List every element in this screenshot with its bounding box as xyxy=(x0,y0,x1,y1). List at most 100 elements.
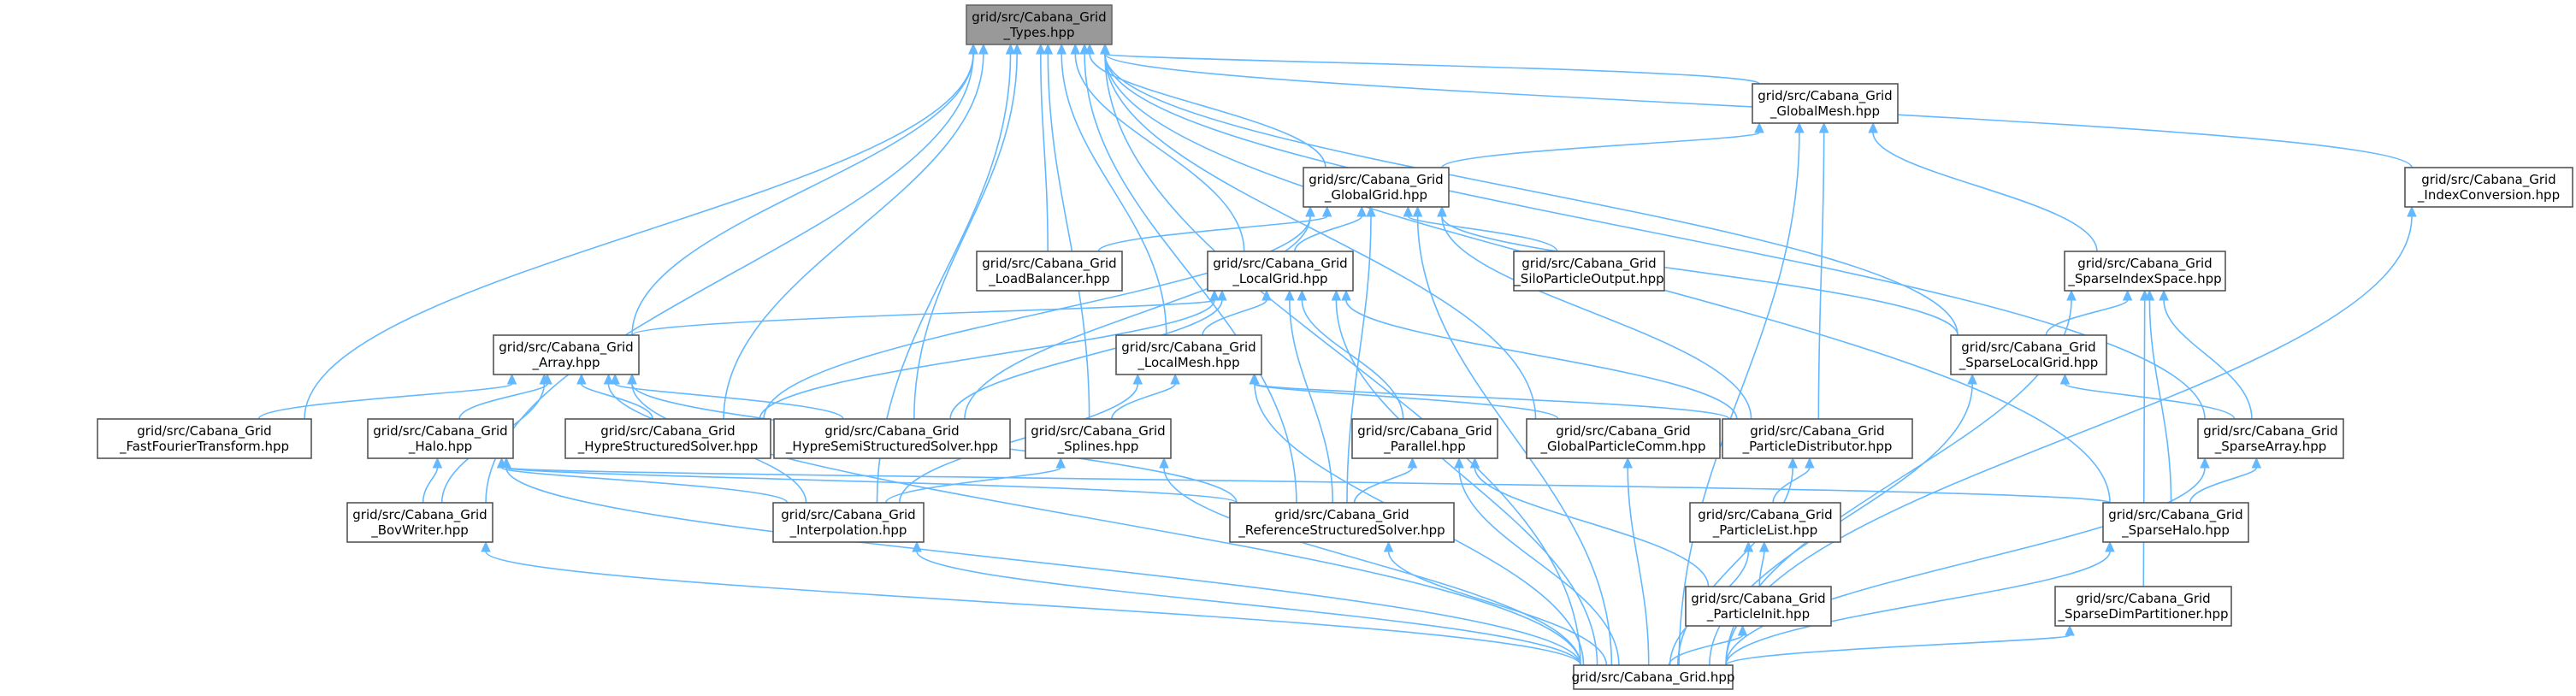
node-box-sparsedim[interactable] xyxy=(2054,586,2232,627)
node-sparsedim[interactable]: grid/src/Cabana_Grid_SparseDimPartitione… xyxy=(2054,586,2232,627)
node-box-halo[interactable] xyxy=(367,418,514,459)
arrowhead-bov-to-types xyxy=(968,43,978,55)
edge-globalgrid-to-globalmesh xyxy=(1441,132,1760,168)
arrowhead-loadbal-to-types xyxy=(1036,43,1046,55)
node-hypresemi[interactable]: grid/src/Cabana_Grid_HypreSemiStructured… xyxy=(773,418,1011,459)
node-box-plist[interactable] xyxy=(1689,502,1841,543)
arrowhead-main-to-array xyxy=(627,373,637,385)
edge-sparsedim-to-sparseidx xyxy=(2142,299,2146,587)
node-box-sparseidx[interactable] xyxy=(2064,251,2226,292)
edge-bov-to-halo xyxy=(422,467,439,504)
arrowhead-refsolver-to-localgrid xyxy=(1285,289,1295,301)
node-types[interactable]: grid/src/Cabana_Grid_Types.hpp xyxy=(966,4,1113,45)
node-splines[interactable]: grid/src/Cabana_Grid_Splines.hpp xyxy=(1025,418,1172,459)
node-label-sparselocal-0: grid/src/Cabana_Grid xyxy=(1961,339,2095,356)
arrowhead-interp-to-types xyxy=(1005,43,1016,55)
node-globalmesh[interactable]: grid/src/Cabana_Grid_GlobalMesh.hpp xyxy=(1752,83,1899,124)
node-indexconv[interactable]: grid/src/Cabana_Grid_IndexConversion.hpp xyxy=(2404,167,2573,208)
edge-splines-to-localmesh xyxy=(1111,383,1176,420)
node-label-splines-1: _Splines.hpp xyxy=(1057,439,1139,455)
node-box-localgrid[interactable] xyxy=(1207,251,1354,292)
arrowhead-pdist-to-localgrid xyxy=(1341,289,1351,301)
node-box-silo[interactable] xyxy=(1513,251,1665,292)
node-box-sparselocal[interactable] xyxy=(1950,334,2107,375)
node-globalpc[interactable]: grid/src/Cabana_Grid_GlobalParticleComm.… xyxy=(1526,418,1721,459)
node-box-fft[interactable] xyxy=(97,418,312,459)
node-box-splines[interactable] xyxy=(1025,418,1172,459)
node-label-loadbal-0: grid/src/Cabana_Grid xyxy=(982,256,1116,272)
node-box-globalpc[interactable] xyxy=(1526,418,1721,459)
edge-sparsearray-to-sparseidx xyxy=(2163,299,2253,420)
arrowhead-interp-to-array xyxy=(603,373,614,385)
node-localmesh[interactable]: grid/src/Cabana_Grid_LocalMesh.hpp xyxy=(1115,334,1262,375)
node-halo[interactable]: grid/src/Cabana_Grid_Halo.hpp xyxy=(367,418,514,459)
arrowhead-hypresemi-to-types xyxy=(1012,43,1022,55)
node-label-localmesh-0: grid/src/Cabana_Grid xyxy=(1121,339,1256,356)
node-box-globalgrid[interactable] xyxy=(1303,167,1450,208)
node-box-sparsearray[interactable] xyxy=(2197,418,2344,459)
edge-pinit-to-parallel xyxy=(1474,467,1710,587)
edge-silo-to-globalgrid xyxy=(1407,215,1558,252)
arrowhead-hypresemi-to-array xyxy=(610,373,620,385)
node-label-hypre-0: grid/src/Cabana_Grid xyxy=(600,423,735,439)
node-plist[interactable]: grid/src/Cabana_Grid_ParticleList.hpp xyxy=(1689,502,1841,543)
node-sparsearray[interactable]: grid/src/Cabana_Grid_SparseArray.hpp xyxy=(2197,418,2344,459)
node-bov[interactable]: grid/src/Cabana_Grid_BovWriter.hpp xyxy=(346,502,493,543)
node-label-hypresemi-1: _HypreSemiStructuredSolver.hpp xyxy=(785,439,998,455)
node-box-array[interactable] xyxy=(493,334,640,375)
node-parallel[interactable]: grid/src/Cabana_Grid_Parallel.hpp xyxy=(1351,418,1498,459)
arrowhead-localgrid-to-types xyxy=(1070,43,1081,55)
node-pdist[interactable]: grid/src/Cabana_Grid_ParticleDistributor… xyxy=(1722,418,1913,459)
node-box-loadbal[interactable] xyxy=(976,251,1123,292)
node-pinit[interactable]: grid/src/Cabana_Grid_ParticleInit.hpp xyxy=(1685,586,1832,627)
node-box-globalmesh[interactable] xyxy=(1752,83,1899,124)
node-box-refsolver[interactable] xyxy=(1229,502,1455,543)
node-loadbal[interactable]: grid/src/Cabana_Grid_LoadBalancer.hpp xyxy=(976,251,1123,292)
node-main[interactable]: grid/src/Cabana_Grid.hpp xyxy=(1572,664,1735,690)
edge-sparsehalo-to-halo xyxy=(505,467,2111,504)
node-localgrid[interactable]: grid/src/Cabana_Grid_LocalGrid.hpp xyxy=(1207,251,1354,292)
node-box-main[interactable] xyxy=(1573,664,1734,690)
edge-splines-to-types xyxy=(1047,53,1090,420)
arrowhead-main-to-localgrid xyxy=(1331,289,1342,301)
node-label-main-0: grid/src/Cabana_Grid.hpp xyxy=(1572,669,1735,686)
edge-main-to-sparsearray xyxy=(1725,467,2206,666)
edge-sparsearray-to-sparselocal xyxy=(2064,383,2236,420)
node-box-sparsehalo[interactable] xyxy=(2102,502,2249,543)
node-box-pdist[interactable] xyxy=(1722,418,1913,459)
arrowhead-sparseidx-to-globalmesh xyxy=(1868,121,1878,133)
edge-loadbal-to-types xyxy=(1040,53,1049,252)
node-box-bov[interactable] xyxy=(346,502,493,543)
node-box-types[interactable] xyxy=(966,4,1113,45)
node-sparselocal[interactable]: grid/src/Cabana_Grid_SparseLocalGrid.hpp xyxy=(1950,334,2107,375)
node-box-indexconv[interactable] xyxy=(2404,167,2573,208)
node-interp[interactable]: grid/src/Cabana_Grid_Interpolation.hpp xyxy=(772,502,925,543)
node-silo[interactable]: grid/src/Cabana_Grid_SiloParticleOutput.… xyxy=(1513,251,1665,292)
node-sparseidx[interactable]: grid/src/Cabana_Grid_SparseIndexSpace.hp… xyxy=(2064,251,2226,292)
node-sparsehalo[interactable]: grid/src/Cabana_Grid_SparseHalo.hpp xyxy=(2102,502,2249,543)
node-array[interactable]: grid/src/Cabana_Grid_Array.hpp xyxy=(493,334,640,375)
edge-main-to-refsolver xyxy=(1387,551,1608,666)
node-label-hypre-1: _HypreStructuredSolver.hpp xyxy=(577,439,759,455)
edge-refsolver-to-types xyxy=(1084,53,1297,504)
node-box-interp[interactable] xyxy=(772,502,925,543)
node-label-sparsehalo-0: grid/src/Cabana_Grid xyxy=(2108,507,2242,523)
node-box-hypre[interactable] xyxy=(564,418,771,459)
node-box-localmesh[interactable] xyxy=(1115,334,1262,375)
node-box-hypresemi[interactable] xyxy=(773,418,1011,459)
arrowhead-hypre-to-localgrid xyxy=(1209,289,1220,301)
node-box-pinit[interactable] xyxy=(1685,586,1832,627)
edge-fft-to-array xyxy=(257,383,513,420)
node-refsolver[interactable]: grid/src/Cabana_Grid_ReferenceStructured… xyxy=(1229,502,1455,543)
edge-sparselocal-to-types xyxy=(1104,53,1959,336)
node-fft[interactable]: grid/src/Cabana_Grid_FastFourierTransfor… xyxy=(97,418,312,459)
node-hypre[interactable]: grid/src/Cabana_Grid_HypreStructuredSolv… xyxy=(564,418,771,459)
node-label-localgrid-0: grid/src/Cabana_Grid xyxy=(1213,256,1347,272)
node-label-bov-0: grid/src/Cabana_Grid xyxy=(352,507,487,523)
node-box-parallel[interactable] xyxy=(1351,418,1498,459)
arrowhead-splines-to-localmesh xyxy=(1170,373,1180,385)
arrowhead-globalgrid-to-globalmesh xyxy=(1754,121,1764,133)
node-globalgrid[interactable]: grid/src/Cabana_Grid_GlobalGrid.hpp xyxy=(1303,167,1450,208)
node-label-interp-1: _Interpolation.hpp xyxy=(789,522,907,539)
node-label-silo-0: grid/src/Cabana_Grid xyxy=(1521,256,1656,272)
